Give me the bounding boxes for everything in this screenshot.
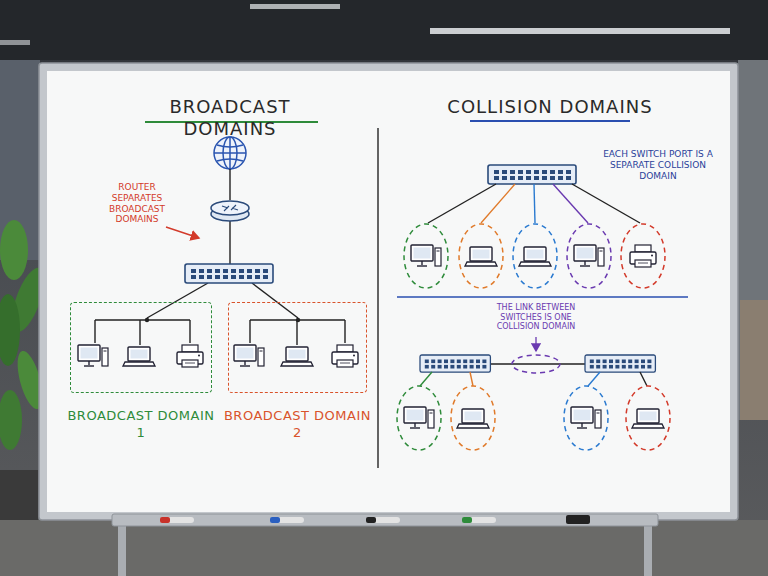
section-title: COLLISION DOMAINS: [440, 96, 660, 118]
collision-domain-ellipse: [512, 355, 560, 373]
ceiling-lights: [0, 0, 768, 60]
printer-icon: [630, 245, 656, 267]
wire: [428, 184, 640, 223]
switch-icon: [585, 355, 655, 372]
laptop-icon: [123, 347, 155, 366]
broadcast-domain-region: BROADCAST DOMAIN 1: [70, 302, 212, 393]
computer-icon: [574, 245, 604, 266]
board-divider: [377, 128, 379, 468]
switch-icon: [488, 165, 576, 184]
switch-icon: [420, 355, 490, 372]
printer-icon: [332, 345, 358, 367]
region-heading: BROADCAST DOMAIN 1: [61, 408, 221, 442]
laptop-icon: [457, 409, 489, 428]
printer-icon: [177, 345, 203, 367]
wire: [95, 169, 345, 345]
region-heading: BROADCAST DOMAIN 2: [219, 408, 376, 442]
laptop-icon: [519, 247, 551, 266]
switch-icon: [185, 264, 273, 283]
whiteboard-frame: [39, 63, 738, 520]
router-icon: [211, 201, 249, 221]
computer-icon: [411, 245, 441, 266]
title-underline: [470, 120, 630, 122]
callout-note: THE LINK BETWEEN SWITCHES IS ONE COLLISI…: [484, 303, 588, 332]
collision-domain-ellipse: [404, 224, 665, 288]
callout-note: ROUTER SEPARATES BROADCAST DOMAINS: [104, 182, 170, 225]
laptop-icon: [632, 409, 664, 428]
wire: [490, 363, 585, 364]
section-divider: [397, 296, 688, 298]
globe-icon: [214, 137, 246, 169]
callout-note: EACH SWITCH PORT IS A SEPARATE COLLISION…: [602, 149, 714, 181]
computer-icon: [404, 407, 434, 428]
laptop-icon: [465, 247, 497, 266]
computer-icon: [571, 407, 601, 428]
wire: [420, 372, 647, 386]
leader-arrow: [166, 227, 199, 238]
floor: [0, 520, 768, 576]
computer-icon: [234, 345, 264, 366]
computer-icon: [78, 345, 108, 366]
section-title: BROADCAST DOMAINS: [120, 96, 340, 139]
laptop-icon: [281, 347, 313, 366]
collision-domain-ellipse: [397, 386, 670, 450]
leader-arrow: [535, 337, 536, 351]
broadcast-domain-region: BROADCAST DOMAIN 2: [228, 302, 367, 393]
marker-tray: [112, 514, 658, 526]
